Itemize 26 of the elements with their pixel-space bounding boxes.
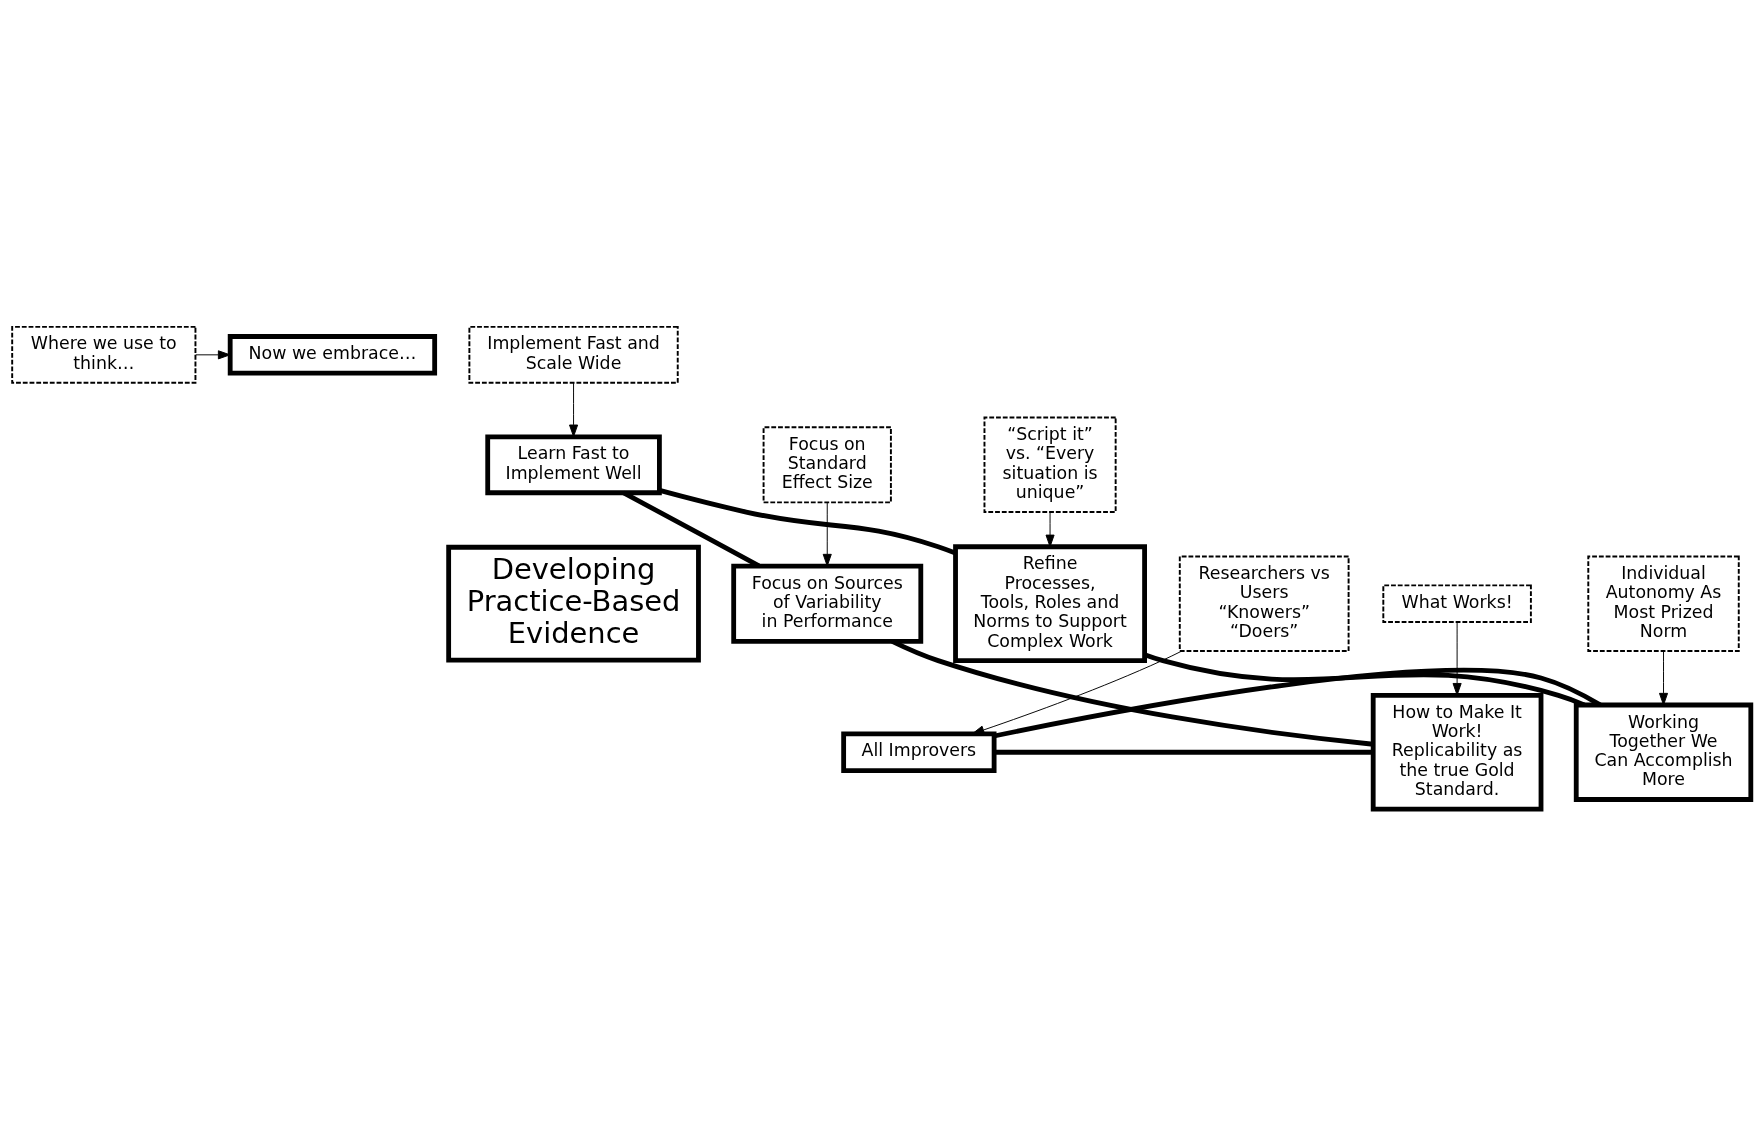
node-box: Developing Practice-Based Evidence [446,544,701,663]
node-box: “Script it” vs. “Every situation is unique” [983,416,1117,514]
connector [622,490,761,568]
connector [994,749,1374,755]
arrow [971,650,1183,735]
node-box: Refine Processes, Tools, Roles and Norms to Support Complex Work [953,544,1147,663]
connector [659,488,957,556]
node-box: How to Make It Work! Replicability as the true Gold Standard. [1370,692,1544,812]
node-box: All Improvers [841,731,997,773]
connector [993,668,1602,739]
node-box: Individual Autonomy As Most Prized Norm [1587,555,1740,652]
node-box: Now we embrace… [227,334,438,376]
arrow [569,382,579,438]
arrow [1045,511,1055,548]
node-box: Learn Fast to Implement Well [485,434,662,496]
node-box: Implement Fast and Scale Wide [468,325,679,384]
arrow [195,350,231,360]
arrow [1452,621,1462,696]
node-box: Working Together We Can Accomplish More [1573,702,1754,802]
node-box: Where we use to think… [11,325,197,384]
node-box: Focus on Standard Effect Size [762,426,892,504]
arrow [1659,650,1669,706]
node-box: Focus on Sources of Variability in Performance [731,563,924,644]
arrow [822,501,832,567]
node-box: What Works! [1382,584,1532,623]
node-box: Researchers vs Users “Knowers” “Doers” [1178,555,1350,652]
